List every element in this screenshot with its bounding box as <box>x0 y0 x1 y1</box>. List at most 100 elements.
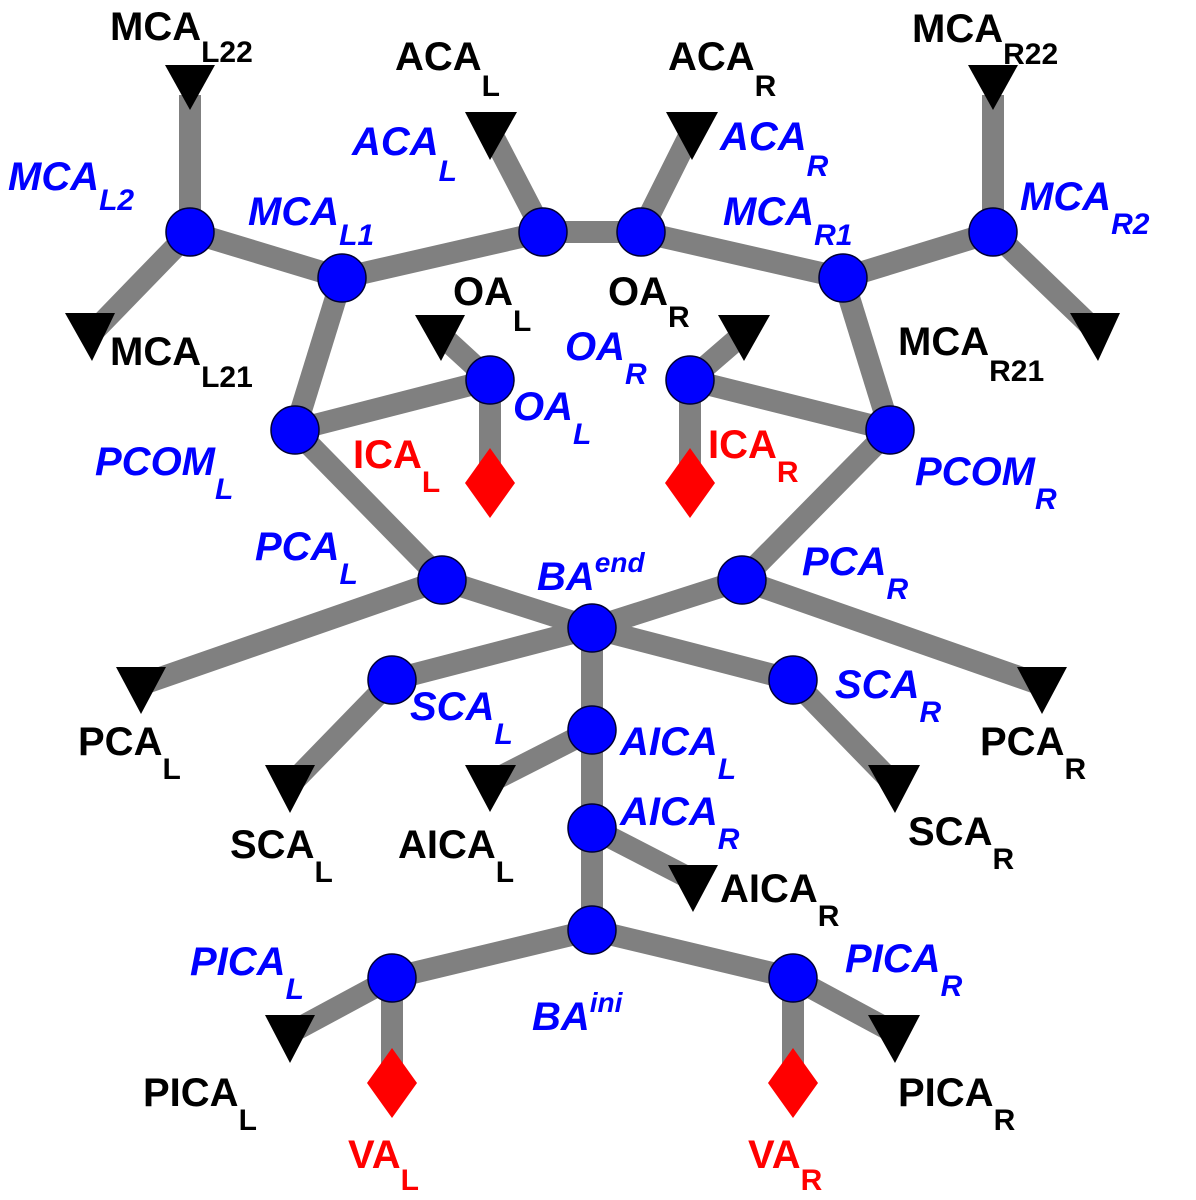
outlet-triangle-mca-r22 <box>968 65 1018 110</box>
junction-labels: MCAL2 MCAL1 ACAL ACAR MCAR1 MCAR2 OAR OA… <box>8 115 1150 1039</box>
outlet-labels: MCAL22 MCAL21 ACAL ACAR MCAR22 MCAR21 OA… <box>78 5 1086 1137</box>
node-label-oa-l: OAL <box>513 385 591 451</box>
segment-ba-ini-l <box>389 919 595 989</box>
node-label-ba-end: BAend <box>537 547 645 599</box>
segment-p1-l <box>438 569 596 639</box>
outlet-label-aica-r: AICAR <box>720 867 840 933</box>
inlet-label-va-l: VAL <box>348 1133 419 1197</box>
node-pca-r <box>717 555 767 605</box>
outlet-label-pca-l: PCAL <box>78 720 181 786</box>
node-label-mca-l1: MCAL1 <box>248 190 374 252</box>
node-aca-r <box>616 207 666 257</box>
inlet-diamond-va-r <box>768 1048 818 1118</box>
segment-ba-ini-r <box>589 919 796 989</box>
segment-pcom-l-upper <box>284 274 353 434</box>
inlet-label-va-r: VAR <box>748 1133 823 1197</box>
inlet-diamond-ica-l <box>465 448 515 518</box>
inlet-markers <box>367 448 818 1118</box>
node-label-pica-r: PICAR <box>845 937 963 1003</box>
node-label-aica-r: AICAR <box>619 790 740 856</box>
outlet-triangle-sca-l <box>265 765 315 813</box>
node-label-pcom-r: PCOMR <box>915 450 1057 516</box>
segment-mca-l2 <box>186 221 346 289</box>
segment-ba-sca-r <box>589 617 796 691</box>
outlet-triangle-pica-l <box>265 1015 315 1063</box>
segment-pcom-r-oa <box>687 369 893 441</box>
outlet-triangle-aica-r <box>668 865 718 912</box>
node-label-aca-l: ACAL <box>351 120 457 188</box>
node-pcom-l <box>270 405 320 455</box>
node-label-sca-r: SCAR <box>835 663 941 729</box>
segment-mca-l1 <box>339 221 546 289</box>
node-label-pca-l: PCAL <box>255 525 358 591</box>
node-label-sca-l: SCAL <box>410 685 513 751</box>
node-oa-r <box>665 355 715 405</box>
inlet-labels: ICAL ICAR VAL VAR <box>348 423 823 1197</box>
node-label-pca-r: PCAR <box>802 540 908 606</box>
node-label-mca-r1: MCAR1 <box>723 190 852 252</box>
node-aica-l <box>567 705 617 755</box>
node-sca-r <box>768 655 818 705</box>
node-oa-l <box>465 355 515 405</box>
node-label-aica-l: AICAL <box>619 720 736 786</box>
outlet-triangle-mca-l21 <box>65 313 115 361</box>
outlet-triangle-aca-l <box>465 112 517 160</box>
outlet-triangle-oa-l <box>415 315 465 361</box>
node-pica-l <box>367 953 417 1003</box>
outlet-label-pca-r: PCAR <box>980 720 1086 786</box>
outlet-triangle-pica-r <box>868 1015 920 1063</box>
node-ba-ini <box>567 905 617 955</box>
outlet-label-aca-r: ACAR <box>668 35 777 103</box>
node-aca-l <box>518 207 568 257</box>
outlet-markers <box>65 65 1120 1063</box>
outlet-label-mca-l22: MCAL22 <box>110 5 253 69</box>
inlet-label-ica-l: ICAL <box>353 433 440 499</box>
outlet-label-pica-r: PICAR <box>898 1071 1016 1137</box>
outlet-triangle-aica-l <box>465 765 516 812</box>
outlet-triangle-pca-r <box>1017 667 1067 714</box>
segment-pca-r <box>738 569 1046 696</box>
segment-pca-l <box>136 569 446 696</box>
node-ba-end <box>567 603 617 653</box>
node-mca-r2 <box>968 207 1018 257</box>
inlet-diamond-va-l <box>367 1048 417 1118</box>
node-pca-l <box>417 555 467 605</box>
outlet-label-mca-r21: MCAR21 <box>898 320 1044 388</box>
outlet-label-mca-l21: MCAL21 <box>110 330 253 394</box>
segment-pcom-l-oa <box>292 369 493 441</box>
segment-pcom-r-upper <box>832 274 901 434</box>
segment-mca-r2 <box>839 221 997 289</box>
node-mca-r1 <box>818 253 868 303</box>
outlet-triangle-aca-r <box>666 112 718 160</box>
node-pica-r <box>768 953 818 1003</box>
outlet-label-oa-r: OAR <box>608 270 690 334</box>
outlet-triangle-mca-l22 <box>165 65 215 110</box>
junction-nodes <box>165 207 1018 1003</box>
node-label-ba-ini: BAini <box>532 987 624 1039</box>
segment-pcom-r <box>734 422 898 588</box>
inlet-label-ica-r: ICAR <box>708 423 799 489</box>
outlet-label-mca-r22: MCAR22 <box>912 7 1058 71</box>
node-mca-l2 <box>165 207 215 257</box>
segment-mca-r1 <box>638 221 846 289</box>
node-label-pica-l: PICAL <box>190 940 304 1006</box>
outlet-label-pica-l: PICAL <box>143 1071 257 1137</box>
node-label-mca-l2: MCAL2 <box>8 155 134 217</box>
node-label-mca-r2: MCAR2 <box>1020 175 1150 241</box>
node-pcom-r <box>865 405 915 455</box>
segment-p1-r <box>588 569 746 639</box>
outlet-triangle-pca-l <box>116 667 166 714</box>
outlet-triangle-sca-r <box>868 765 920 813</box>
node-sca-l <box>367 655 417 705</box>
node-aica-r <box>567 803 617 853</box>
segment-ba-sca-l <box>389 617 595 691</box>
outlet-triangle-mca-r21 <box>1070 313 1120 361</box>
node-mca-l1 <box>317 253 367 303</box>
inlet-diamond-ica-r <box>665 448 715 518</box>
segment-pcom-l <box>287 422 450 588</box>
outlet-label-sca-l: SCAL <box>230 823 333 889</box>
node-label-oa-r: OAR <box>565 325 647 391</box>
outlet-label-oa-l: OAL <box>453 270 531 338</box>
outlet-label-sca-r: SCAR <box>908 810 1014 876</box>
